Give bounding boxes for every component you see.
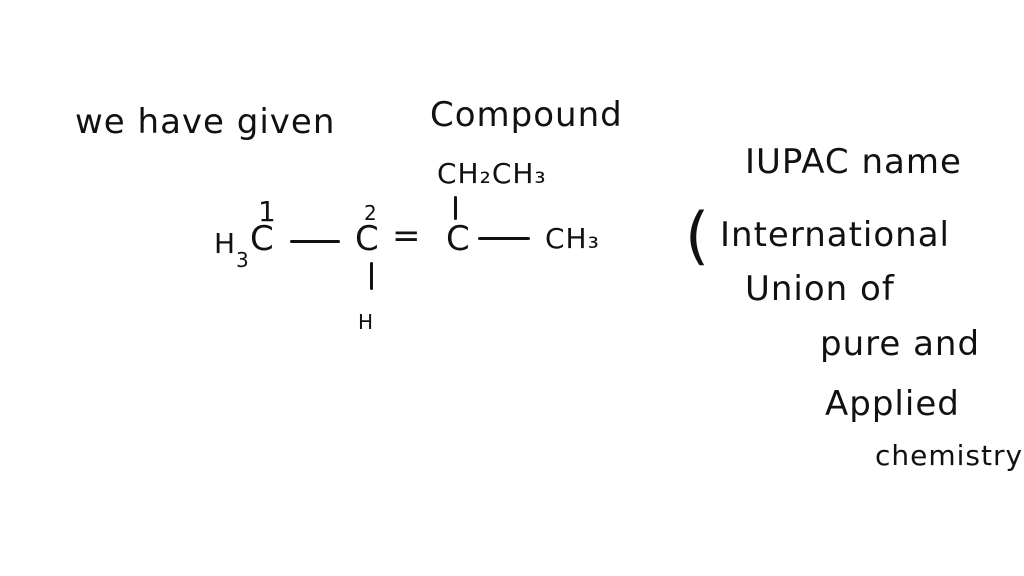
- intro-line-2: Compound: [430, 95, 623, 135]
- iupac-line-pure: pure and: [820, 324, 981, 364]
- iupac-line-applied: Applied: [825, 384, 960, 424]
- iupac-line-international: International: [720, 215, 950, 255]
- open-parenthesis: (: [685, 199, 711, 272]
- double-bond: =: [392, 216, 422, 256]
- single-bond-2: [478, 237, 530, 240]
- left-carbon: C: [250, 219, 275, 259]
- carbon-number-2: 2: [364, 201, 378, 225]
- right-methyl: CH₃: [545, 222, 600, 255]
- left-group-h: H: [214, 227, 237, 260]
- intro-line-1: we have given: [75, 102, 336, 142]
- hydrogen: H: [358, 310, 375, 334]
- iupac-title: IUPAC name: [745, 142, 962, 182]
- right-carbon: C: [446, 219, 471, 259]
- substituent-ethyl: CH₂CH₃: [437, 157, 547, 190]
- middle-carbon: C: [355, 219, 380, 259]
- bond-up: [454, 196, 457, 220]
- single-bond-1: [290, 240, 340, 243]
- bond-down: [370, 262, 373, 290]
- iupac-line-union: Union of: [745, 269, 895, 309]
- carbon-number-1: 1: [258, 195, 277, 228]
- left-group-subscript: 3: [236, 248, 250, 272]
- iupac-line-chemistry: chemistry: [875, 439, 1024, 472]
